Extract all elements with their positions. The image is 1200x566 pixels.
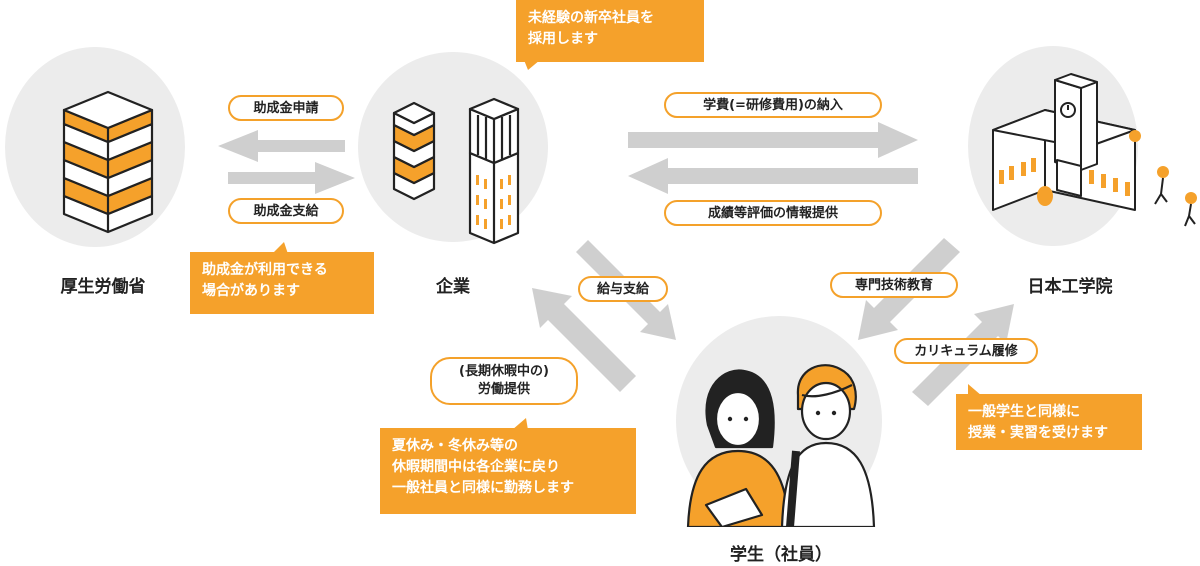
note-company-hiring-line2: 採用します <box>528 31 598 47</box>
edge-labor: (長期休暇中の) 労働提供 <box>430 357 578 405</box>
edge-specialized-edu: 専門技術教育 <box>830 272 958 298</box>
note-study: 一般学生と同様に 授業・実習を受けます <box>956 394 1142 450</box>
note-vacation-line3: 一般社員と同様に勤務します <box>392 480 574 496</box>
node-school-label: 日本工学院 <box>1027 277 1113 297</box>
note-study-line2: 授業・実習を受けます <box>968 425 1108 441</box>
note-study-tail <box>968 384 982 396</box>
edge-subsidy-pay: 助成金支給 <box>228 198 344 224</box>
arrow-subsidy-apply <box>218 130 345 162</box>
edge-labor-line2: 労働提供 <box>477 382 530 397</box>
edge-curriculum: カリキュラム履修 <box>894 338 1038 364</box>
arrow-grades <box>628 158 918 194</box>
government-building-icon <box>62 90 154 234</box>
note-subsidy-line1: 助成金が利用できる <box>202 262 328 278</box>
note-vacation-line2: 休暇期間中は各企業に戻り <box>392 459 560 475</box>
node-mhlw-label: 厚生労働省 <box>60 277 146 297</box>
note-vacation-line1: 夏休み・冬休み等の <box>392 438 518 454</box>
note-study-line1: 一般学生と同様に <box>968 404 1080 420</box>
note-subsidy: 助成金が利用できる 場合があります <box>190 252 374 314</box>
note-company-hiring-line1: 未経験の新卒社員を <box>528 10 654 26</box>
edge-salary: 給与支給 <box>578 276 668 302</box>
arrow-subsidy-pay <box>228 162 355 194</box>
edge-labor-line1: (長期休暇中の) <box>459 364 549 379</box>
note-vacation-tail <box>512 418 528 430</box>
note-company-hiring: 未経験の新卒社員を 採用します <box>516 0 704 62</box>
edge-subsidy-apply: 助成金申請 <box>228 95 344 121</box>
note-company-hiring-tail <box>524 60 540 70</box>
note-vacation: 夏休み・冬休み等の 休暇期間中は各企業に戻り 一般社員と同様に勤務します <box>380 428 636 514</box>
arrow-tuition <box>628 122 918 158</box>
edge-tuition: 学費(=研修費用)の納入 <box>664 92 882 118</box>
note-subsidy-line2: 場合があります <box>202 283 300 299</box>
students-illustration-icon <box>686 364 876 527</box>
edge-grades-info: 成績等評価の情報提供 <box>664 200 882 226</box>
company-buildings-icon <box>392 97 520 245</box>
school-building-icon <box>992 73 1197 227</box>
note-subsidy-tail <box>272 242 288 254</box>
node-student-label: 学生（社員） <box>730 545 832 565</box>
node-company-label: 企業 <box>436 277 470 297</box>
arrow-labor <box>532 288 636 392</box>
